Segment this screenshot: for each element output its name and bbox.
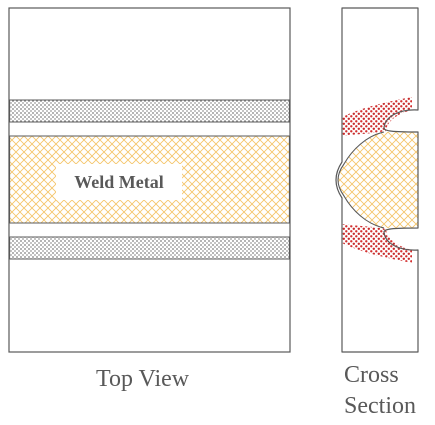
top-view-caption: Top View	[96, 366, 190, 392]
haz-region-lower	[342, 224, 412, 263]
cross-section-caption-line1: Cross	[344, 362, 399, 388]
weld-metal-label: Weld Metal	[74, 172, 163, 192]
cross-section-caption-line2: Section	[344, 393, 416, 419]
weld-metal-label-box	[56, 164, 182, 200]
cross-section-outline	[335, 7, 419, 353]
weld-nugget-boundary	[337, 131, 385, 229]
top-view: Weld Metal	[8, 7, 291, 353]
cross-section	[335, 7, 419, 353]
haz-band-lower	[9, 236, 290, 260]
weld-nugget	[338, 132, 418, 228]
haz-region-upper	[342, 97, 412, 136]
haz-band-upper	[9, 99, 290, 123]
